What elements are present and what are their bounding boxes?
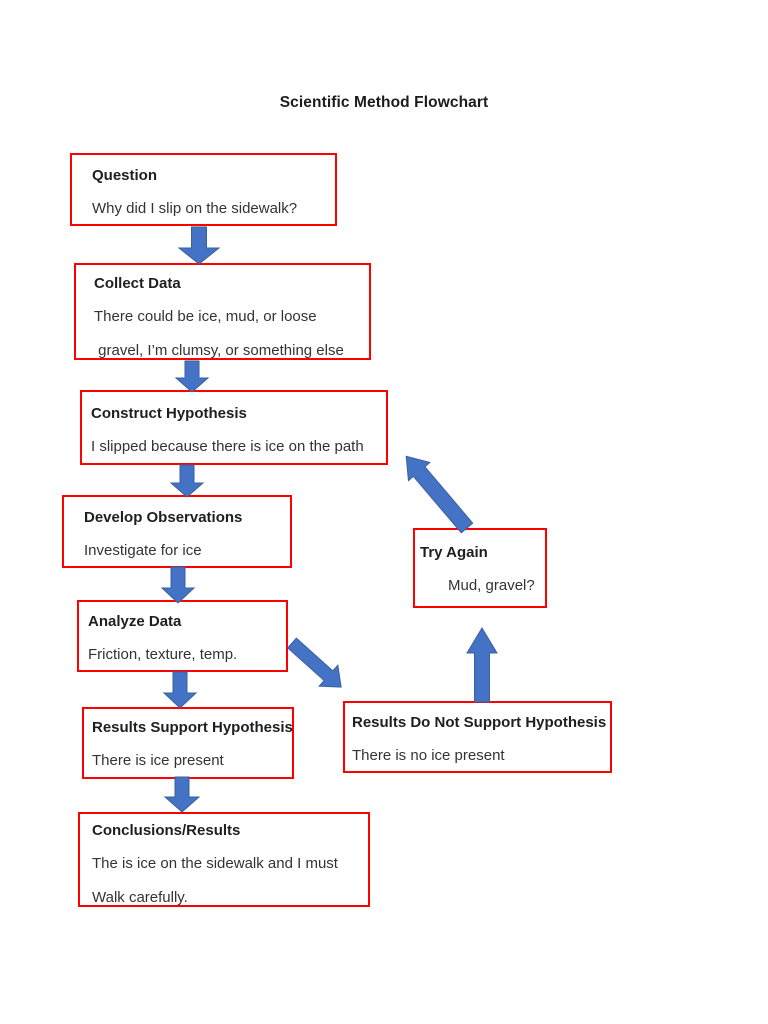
box-title: Develop Observations [84,509,243,526]
arrow-analyze-data-to-results-support-icon [162,671,198,709]
box-text: There is no ice present [352,747,505,764]
box-text: There is ice present [92,752,224,769]
box-title: Analyze Data [88,613,182,630]
arrow-try-again-to-construct-hypothesis-icon [405,455,474,534]
box-text: Investigate for ice [84,542,202,559]
box-title: Question [92,167,158,184]
box-text: Mud, gravel? [448,577,535,594]
flow-box-collect-data: Collect Data There could be ice, mud, or… [74,263,371,360]
box-text: Why did I slip on the sidewalk? [92,200,298,217]
flow-box-try-again: Try Again Mud, gravel? [413,528,547,608]
arrow-question-to-collect-data-icon [177,226,221,265]
flow-box-construct-hypothesis: Construct Hypothesis I slipped because t… [80,390,388,465]
box-text: Walk carefully. [92,889,188,906]
flow-box-analyze-data: Analyze Data Friction, texture, temp. [77,600,288,672]
box-title: Construct Hypothesis [91,405,247,422]
box-title: Conclusions/Results [92,822,241,839]
arrow-construct-hypothesis-to-develop-observations-icon [169,464,205,498]
box-text: Friction, texture, temp. [88,646,238,663]
flow-box-results-do-not-support: Results Do Not Support Hypothesis There … [343,701,612,773]
flow-box-results-support: Results Support Hypothesis There is ice … [82,707,294,779]
box-title: Collect Data [94,275,181,292]
arrow-develop-observations-to-analyze-data-icon [160,566,196,604]
page-title: Scientific Method Flowchart [279,94,489,111]
flow-box-question: Question Why did I slip on the sidewalk? [70,153,337,226]
arrow-results-do-not-support-to-try-again-icon [466,627,498,703]
flow-box-conclusions: Conclusions/Results The is ice on the si… [78,812,370,907]
arrow-analyze-data-to-results-do-not-support-icon [286,637,342,688]
arrow-results-support-to-conclusions-icon [163,776,201,813]
box-text: I slipped because there is ice on the pa… [91,438,364,455]
box-text: gravel, I’m clumsy, or something else [94,342,344,359]
box-title: Results Do Not Support Hypothesis [352,714,607,731]
box-text: There could be ice, mud, or loose [94,308,317,325]
box-title: Results Support Hypothesis [92,719,293,736]
box-text: The is ice on the sidewalk and I must [92,855,338,872]
box-title: Try Again [420,544,488,561]
flow-box-develop-observations: Develop Observations Investigate for ice [62,495,292,568]
